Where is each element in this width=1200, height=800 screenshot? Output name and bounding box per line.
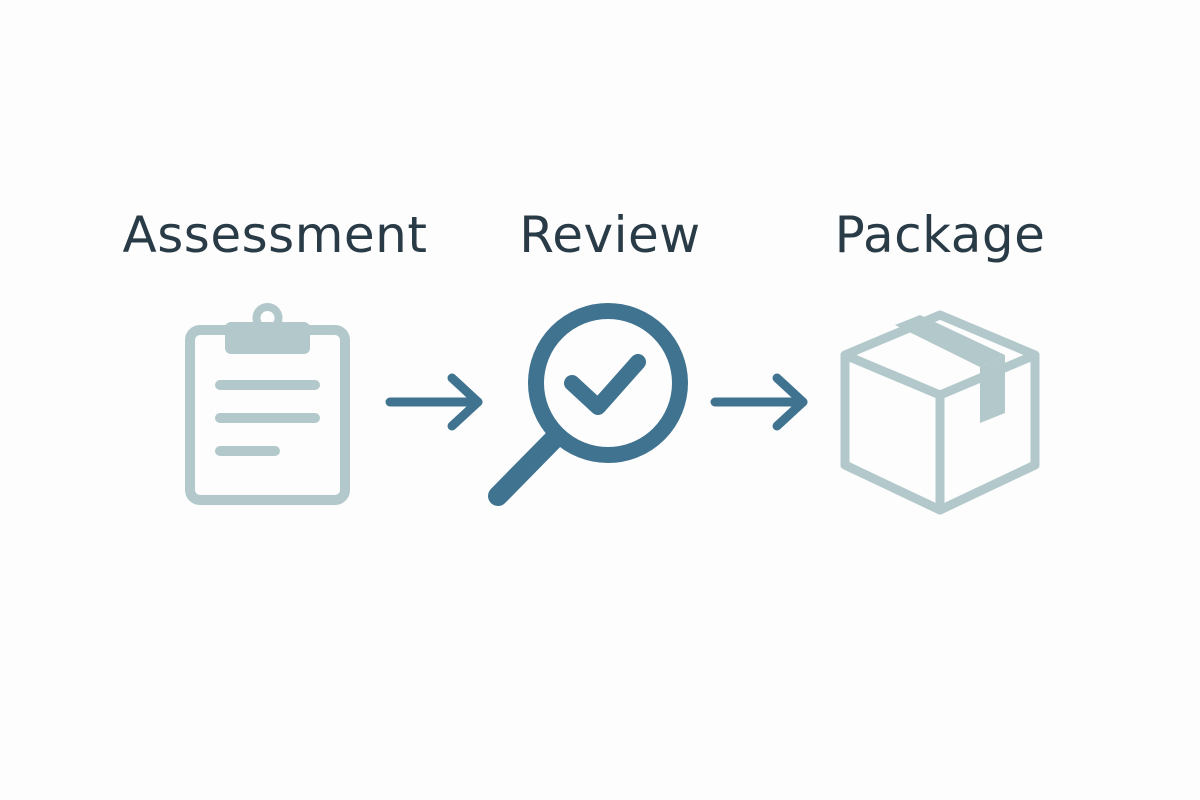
arrow-right-icon [710,373,808,431]
arrow-right-icon [385,373,483,431]
package-box-icon [840,310,1040,515]
step-label-assessment: Assessment [122,206,428,264]
clipboard-icon [185,303,350,505]
step-label-review: Review [519,206,701,264]
step-label-package: Package [834,206,1046,264]
magnifier-check-icon [488,303,688,506]
